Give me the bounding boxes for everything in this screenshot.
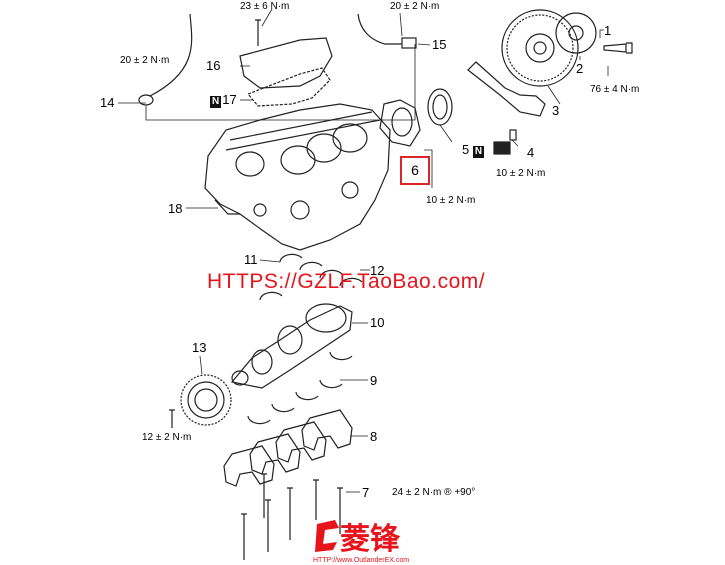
flywheel — [501, 9, 579, 87]
callout-2: 2 — [576, 61, 584, 76]
reluctor-ring — [180, 374, 232, 426]
torque-spec-4: 10 ± 2 N·m — [496, 168, 546, 179]
knock-sensor-14 — [149, 13, 193, 97]
callout-6-highlight: 6 — [400, 156, 430, 185]
leader-lines — [118, 8, 609, 493]
callout-11: 11 — [244, 252, 258, 267]
callout-4: 4 — [527, 145, 535, 160]
callout-16: 16 — [206, 58, 221, 73]
callout-12: 12 — [370, 263, 385, 278]
torque-spec-1: 76 ± 4 N·m — [590, 84, 640, 95]
callout-13: 13 — [192, 340, 207, 355]
upper-bearing-shells — [259, 253, 363, 301]
main-cap-bolts — [241, 473, 343, 560]
knock-sensor-15 — [357, 13, 402, 45]
cylinder-head-cover — [239, 37, 333, 89]
callout-8: 8 — [370, 429, 378, 444]
lower-bearing-shells — [247, 351, 353, 425]
torque-spec-6: 10 ± 2 N·m — [426, 195, 476, 206]
callout-18: 18 — [168, 201, 183, 216]
callout-10: 10 — [370, 315, 385, 330]
torque-spec-7: 24 ± 2 N·m ® +90° — [392, 487, 476, 498]
logo-text: 菱锋 — [340, 522, 400, 557]
callout-15: 15 — [432, 37, 447, 52]
callout-7: 7 — [362, 485, 370, 500]
logo-url: HTTP://www.OutlanderEX.com — [313, 557, 410, 564]
flywheel-bolt — [603, 42, 633, 54]
torque-spec-16-bolt: 23 ± 6 N·m — [240, 1, 290, 12]
main-bearing-caps — [223, 409, 353, 487]
callout-5: 5 N — [462, 142, 485, 158]
dowel-pin — [509, 129, 517, 141]
torque-spec-15: 20 ± 2 N·m — [390, 1, 440, 12]
callout-14: 14 — [100, 95, 115, 110]
cylinder-block — [204, 103, 391, 251]
callout-9: 9 — [370, 373, 378, 388]
brand-logo: 菱锋 HTTP://www.OutlanderEX.com — [313, 518, 409, 564]
watermark-url: HTTPS://GZLF.TaoBao.com/ — [207, 270, 486, 293]
torque-spec-14: 20 ± 2 N·m — [120, 55, 170, 66]
callout-1: 1 — [604, 23, 612, 38]
crankshaft — [230, 303, 353, 389]
callout-3: 3 — [552, 103, 560, 118]
cover-gasket — [247, 67, 331, 107]
flex-plate — [555, 12, 597, 54]
rear-plate — [467, 61, 546, 117]
seal-retainer — [379, 99, 421, 147]
logo-mark-icon — [315, 520, 339, 552]
torque-spec-13: 12 ± 2 N·m — [142, 432, 192, 443]
